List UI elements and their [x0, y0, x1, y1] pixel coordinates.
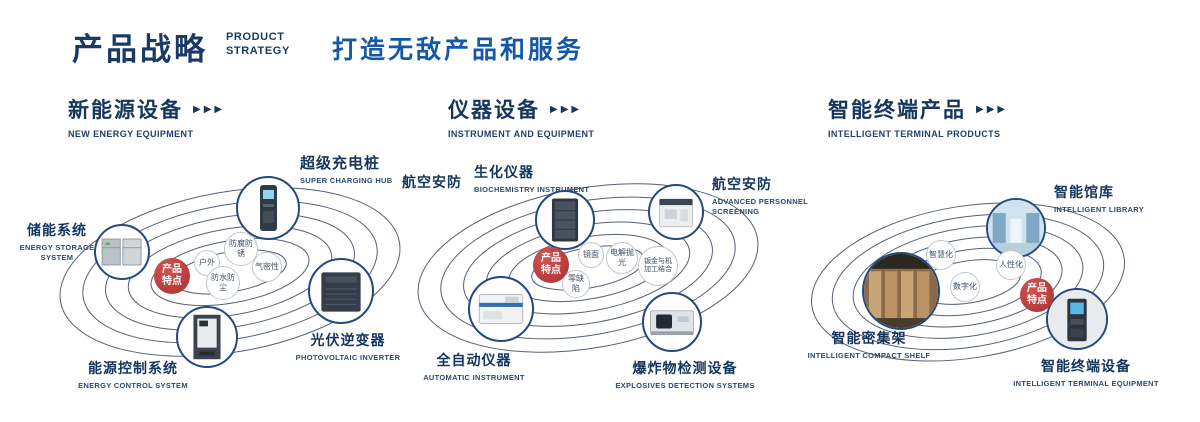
photo-intelligent-compact-shelf	[862, 252, 940, 330]
feature-badge-terminal: 产品特点	[1020, 278, 1054, 312]
tagline: 打造无敌产品和服务	[332, 36, 585, 64]
label-explosives-detection: 爆炸物检测设备 EXPLOSIVES DETECTION SYSTEMS	[615, 360, 755, 390]
section-title-instrument-zh: 仪器设备	[448, 99, 540, 122]
feature-bubble-zero-defect: 零缺陷	[562, 270, 590, 298]
biochemistry-instrument-image	[551, 198, 579, 242]
intelligent-library-image	[988, 200, 1044, 256]
feature-bubble-waterproof: 防水防尘	[206, 266, 240, 300]
photo-energy-control-system	[176, 306, 238, 368]
label-photovoltaic-inverter: 光伏逆变器 PHOTOVOLTAIC INVERTER	[295, 332, 401, 362]
photo-automatic-instrument	[468, 276, 534, 342]
feature-bubble-sheetmetal-machining: 钣金与机加工结合	[638, 246, 678, 286]
feature-badge-new-energy: 产品特点	[154, 258, 190, 294]
energy-control-system-image	[193, 314, 221, 360]
intelligent-compact-shelf-image	[864, 254, 938, 328]
section-title-instrument: 仪器设备 ▶▶▶ INSTRUMENT AND EQUIPMENT	[448, 94, 594, 139]
section-title-new-energy: 新能源设备 ▶▶▶ NEW ENERGY EQUIPMENT	[68, 94, 225, 139]
photo-energy-storage	[94, 224, 150, 280]
photo-biochemistry-instrument	[535, 190, 595, 250]
triple-arrow-icon: ▶▶▶	[976, 103, 1009, 115]
page-title: 产品战略	[72, 32, 208, 67]
page-subtitle-line2: STRATEGY	[226, 44, 290, 57]
section-title-terminal-zh: 智能终端产品	[828, 99, 966, 122]
label-energy-storage: 储能系统 ENERGY STORAGE SYSTEM	[19, 222, 95, 263]
page-subtitle-line1: PRODUCT	[226, 31, 285, 43]
section-title-terminal-en: INTELLIGENT TERMINAL PRODUCTS	[828, 129, 1001, 139]
label-intelligent-terminal-equipment: 智能终端设备 INTELLIGENT TERMINAL EQUIPMENT	[1013, 358, 1159, 388]
energy-storage-image	[101, 238, 142, 266]
personnel-screening-image	[659, 198, 693, 228]
page-subtitle: PRODUCT STRATEGY	[226, 31, 290, 59]
photo-super-charging-hub	[236, 176, 300, 240]
photo-intelligent-library	[986, 198, 1046, 258]
feature-bubble-humanized: 人性化	[996, 250, 1026, 280]
intelligent-terminal-equipment-image	[1048, 290, 1106, 348]
label-aviation-security: 航空安防	[402, 174, 462, 190]
photo-photovoltaic-inverter	[308, 258, 374, 324]
section-title-instrument-en: INSTRUMENT AND EQUIPMENT	[448, 129, 595, 139]
section-title-new-energy-zh: 新能源设备	[68, 99, 183, 122]
feature-bubble-digital: 数字化	[950, 272, 980, 302]
triple-arrow-icon: ▶▶▶	[193, 103, 226, 115]
section-title-terminal: 智能终端产品 ▶▶▶ INTELLIGENT TERMINAL PRODUCTS	[828, 94, 1008, 139]
feature-bubble-mirror: 镜面	[578, 242, 604, 268]
label-intelligent-library: 智能馆库 INTELLIGENT LIBRARY	[1054, 184, 1145, 214]
label-super-charging-hub: 超级充电桩 SUPER CHARGING HUB	[300, 155, 393, 185]
photo-explosives-detection	[642, 292, 702, 352]
explosives-detection-image	[650, 310, 694, 336]
triple-arrow-icon: ▶▶▶	[550, 103, 583, 115]
photo-intelligent-terminal-equipment	[1046, 288, 1108, 350]
super-charging-hub-image	[260, 185, 277, 231]
feature-bubble-airtight: 气密性	[252, 252, 282, 282]
feature-bubble-electropolish: 电解抛光	[606, 242, 638, 274]
section-title-new-energy-en: NEW ENERGY EQUIPMENT	[68, 129, 194, 139]
label-personnel-screening: 航空安防 ADVANCED PERSONNEL SCREENING	[712, 176, 808, 217]
label-automatic-instrument: 全自动仪器 AUTOMATIC INSTRUMENT	[423, 352, 525, 382]
label-biochemistry-instrument: 生化仪器 BIOCHEMISTRY INSTRUMENT	[474, 164, 590, 194]
label-energy-control-system: 能源控制系统 ENERGY CONTROL SYSTEM	[78, 360, 188, 390]
photo-personnel-screening	[648, 184, 704, 240]
label-intelligent-compact-shelf: 智能密集架 INTELLIGENT COMPACT SHELF	[807, 330, 931, 360]
feature-bubble-smart: 智慧化	[926, 240, 956, 270]
photovoltaic-inverter-image	[321, 272, 361, 312]
automatic-instrument-image	[478, 294, 524, 324]
